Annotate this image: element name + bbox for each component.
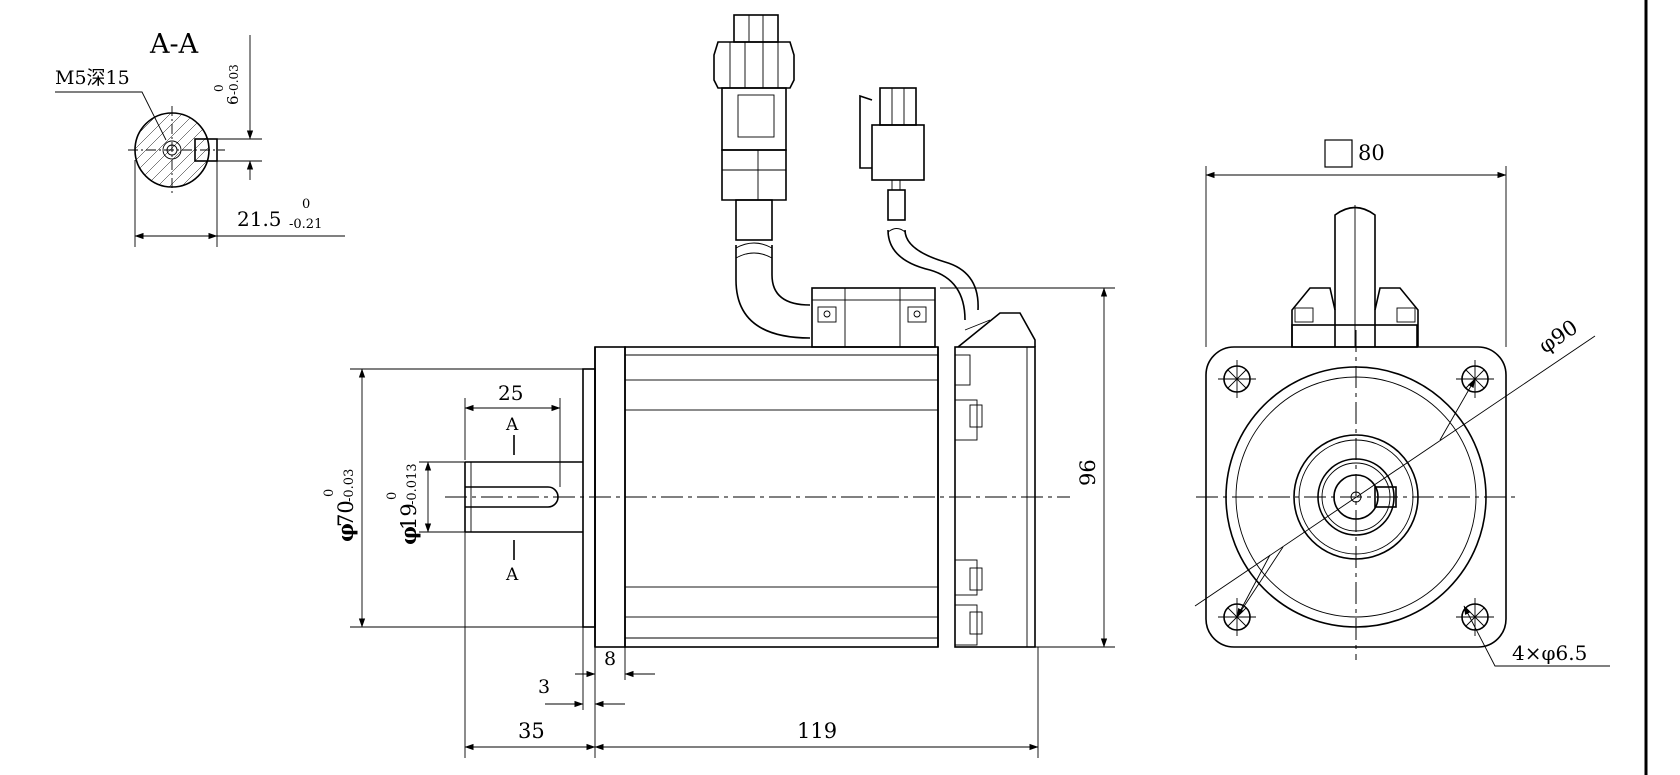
top-cable bbox=[1291, 205, 1419, 348]
flange-diameter-lower-tol: -0.03 bbox=[342, 469, 357, 502]
shaft-diameter-symbol: φ bbox=[396, 526, 421, 545]
pcd-dim: φ90 bbox=[1534, 315, 1582, 358]
section-mark-bottom: A bbox=[505, 565, 519, 585]
key-length-dim: 25 bbox=[498, 381, 523, 405]
section-title: A-A bbox=[149, 29, 199, 60]
thread-note: M5深15 bbox=[55, 67, 130, 89]
body-length-dim: 119 bbox=[797, 719, 837, 743]
flange-diameter-nominal: 70 bbox=[334, 500, 358, 527]
encoder-cable bbox=[859, 87, 979, 321]
shaft-diameter-nominal: 19 bbox=[397, 503, 421, 530]
shaft-key-height-upper-tol: 0 bbox=[302, 197, 310, 212]
square-symbol bbox=[1324, 139, 1353, 168]
shaft-diameter-upper-tol: 0 bbox=[385, 492, 400, 500]
section-mark-top: A bbox=[505, 415, 519, 435]
flange-thickness-dim: 8 bbox=[604, 648, 616, 670]
key-depth-lower-tol: -0.03 bbox=[227, 64, 241, 95]
flange-diameter-upper-tol: 0 bbox=[322, 489, 337, 497]
mounting-holes-dim: 4×φ6.5 bbox=[1512, 641, 1587, 665]
encoder-cover bbox=[954, 312, 1036, 648]
side-view: 25 A A φ 19 0 -0.013 φ 70 0 -0.03 96 bbox=[322, 14, 1115, 758]
flange-square-dim: 80 bbox=[1358, 141, 1385, 165]
terminal-box bbox=[811, 287, 936, 348]
spigot-depth-dim: 3 bbox=[538, 676, 550, 698]
shaft-length-dim: 35 bbox=[518, 719, 545, 743]
section-view-a-a: A-A M5深15 bbox=[55, 29, 345, 247]
key-depth-nominal: 6 bbox=[224, 95, 242, 105]
key-depth-upper-tol: 0 bbox=[212, 84, 226, 92]
power-cable bbox=[713, 14, 811, 339]
height-dim: 96 bbox=[1076, 459, 1100, 486]
shaft-key-height-nominal: 21.5 bbox=[237, 207, 282, 231]
shaft-diameter-lower-tol: -0.013 bbox=[405, 463, 420, 505]
flange-diameter-symbol: φ bbox=[333, 523, 358, 542]
shaft-key-height-lower-tol: -0.21 bbox=[289, 217, 322, 232]
front-view: 80 φ90 4×φ6.5 bbox=[1194, 139, 1610, 667]
